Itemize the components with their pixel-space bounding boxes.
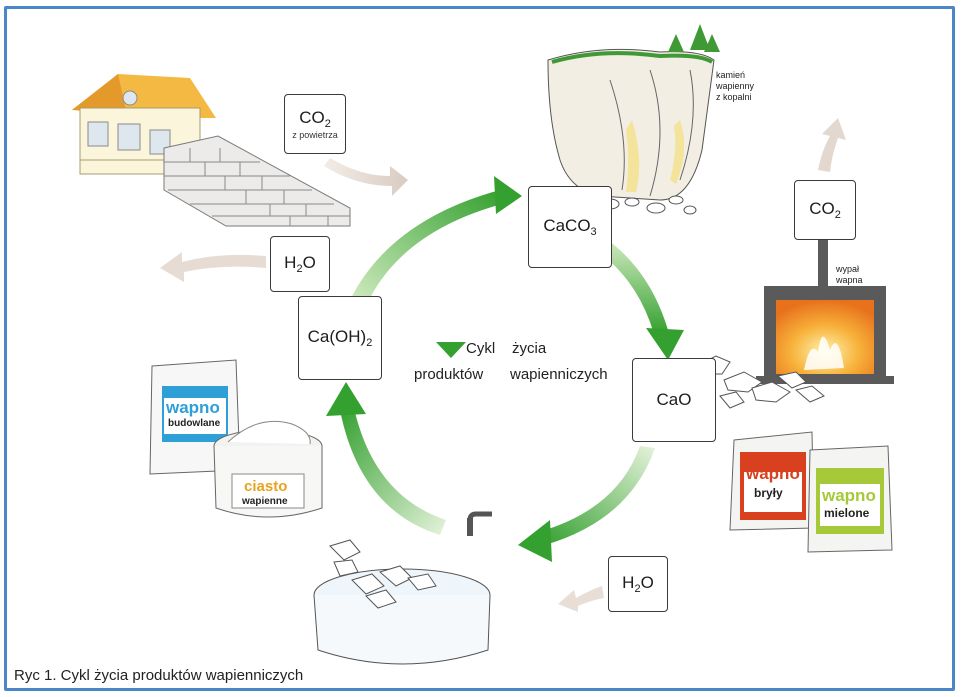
slaking-tub-illustration bbox=[313, 511, 492, 665]
caoh2-formula: Ca(OH)2 bbox=[307, 327, 373, 349]
figure-frame bbox=[4, 6, 955, 691]
center-title-produktow: produktów bbox=[414, 366, 484, 383]
caoh2-box: Ca(OH)2 bbox=[298, 296, 382, 380]
cao-formula: CaO bbox=[656, 390, 692, 409]
center-title-wapienniczych: wapienniczych bbox=[510, 366, 608, 383]
h2o-left-box: H2O bbox=[270, 236, 330, 292]
bag-mielone-sub: mielone bbox=[824, 506, 870, 520]
arrow-cao-to-slaking bbox=[518, 446, 655, 562]
lime-kiln-illustration bbox=[756, 240, 894, 384]
limestone-label: kamień wapienny z kopalni bbox=[716, 70, 755, 102]
caco3-formula: CaCO3 bbox=[543, 216, 597, 238]
center-title-cykl: Cykl bbox=[466, 340, 496, 357]
co2-up-arrow bbox=[818, 118, 846, 172]
bag-bryly-word: wapno bbox=[746, 464, 800, 483]
bag-budowlane-word: wapno bbox=[166, 398, 220, 417]
co2-air-note: z powietrza bbox=[292, 130, 338, 140]
tub-ciasto-sub: wapienne bbox=[242, 496, 288, 507]
h2o-in-arrow bbox=[558, 586, 604, 612]
h2o-out-arrow bbox=[160, 252, 266, 282]
co2-air-box: CO2 z powietrza bbox=[284, 94, 346, 154]
kiln-label: wypał wapna bbox=[836, 264, 863, 285]
bag-budowlane-sub: budowlane bbox=[168, 418, 221, 429]
bag-mielone-word: wapno bbox=[822, 486, 876, 505]
co2-kiln-box: CO2 bbox=[794, 180, 856, 240]
figure-caption: Ryc 1. Cykl życia produktów wapienniczyc… bbox=[14, 667, 304, 684]
center-triangle-icon bbox=[436, 342, 466, 358]
bag-wapno-bryly bbox=[729, 431, 815, 531]
tub-ciasto-wapienne bbox=[213, 420, 323, 518]
bag-wapno-mielone bbox=[807, 445, 893, 553]
arrow-slaking-to-caoh2 bbox=[326, 382, 446, 535]
center-title-zycia: życia bbox=[512, 340, 547, 357]
house-illustration bbox=[72, 74, 216, 175]
brick-wall-illustration bbox=[163, 135, 351, 227]
cao-box: CaO bbox=[632, 358, 716, 442]
bag-bryly-sub: bryły bbox=[754, 486, 783, 500]
co2-air-arrow bbox=[324, 158, 408, 196]
h2o-right-box: H2O bbox=[608, 556, 668, 612]
arrow-caoh2-to-caco3 bbox=[350, 176, 522, 306]
caco3-box: CaCO3 bbox=[528, 186, 612, 268]
arrow-caco3-to-cao bbox=[596, 238, 684, 360]
limestone-quarry-illustration bbox=[547, 24, 720, 215]
tub-ciasto-word: ciasto bbox=[244, 478, 288, 495]
